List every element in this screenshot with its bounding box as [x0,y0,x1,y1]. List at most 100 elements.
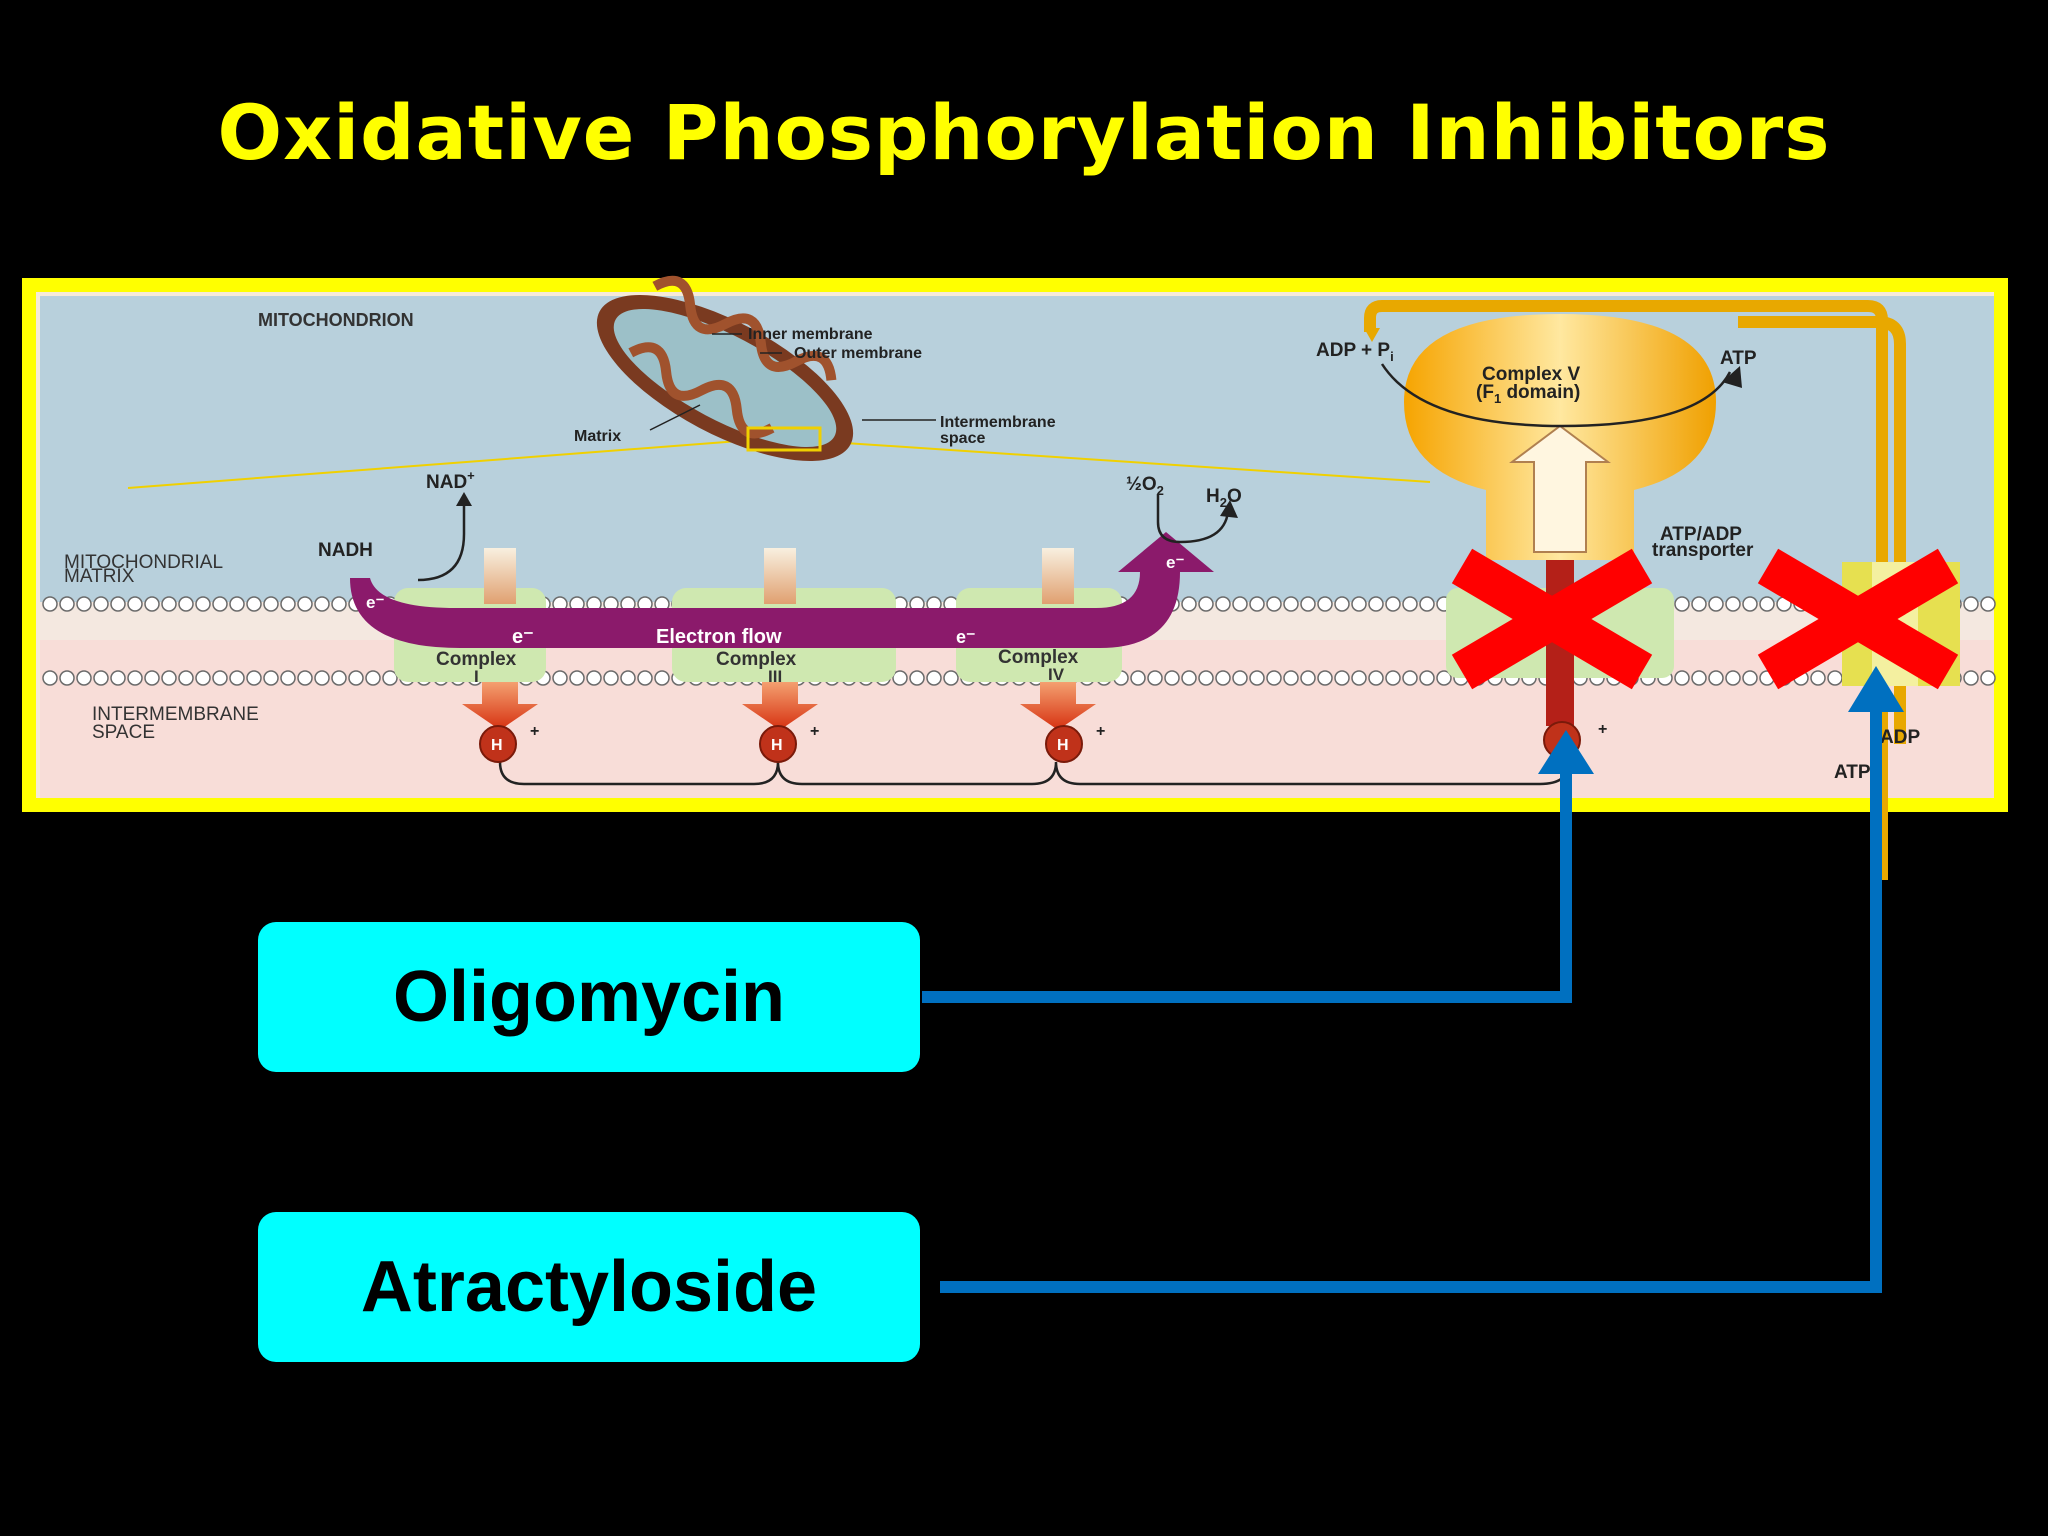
lipid-head [1980,670,1996,686]
lipid-head [1708,596,1724,612]
svg-text:+: + [530,723,539,740]
proton-return-path [498,759,1572,786]
adp-pi-label: ADP + Pi [1316,340,1394,364]
lipid-head [1708,670,1724,686]
electron-flow-label: Electron flow [656,626,782,648]
lipid-head [42,670,58,686]
lipid-head [178,596,194,612]
lipid-head [620,670,636,686]
lipid-head [1810,670,1826,686]
lipid-head [552,670,568,686]
lipid-head [1232,670,1248,686]
complex-v-label-2: (F1 domain) [1476,382,1580,406]
lipid-head [1742,670,1758,686]
lipid-head [1725,596,1741,612]
lipid-head [1283,596,1299,612]
lipid-head [1300,596,1316,612]
lipid-head [161,670,177,686]
lipid-head [1334,670,1350,686]
svg-text:H: H [491,737,503,754]
outer-membrane-label: Outer membrane [794,345,922,362]
lipid-head [110,670,126,686]
electron-start-label: e⁻ [366,593,384,612]
lipid-head [1963,670,1979,686]
lipid-head [1419,596,1435,612]
lipid-head [212,596,228,612]
lipid-head [1164,670,1180,686]
transporter-label-2: transporter [1652,540,1754,561]
atractyloside-box: Atractyloside [258,1212,920,1362]
transporter-label-1: ATP/ADP [1660,524,1742,545]
atractyloside-label: Atractyloside [360,1247,818,1327]
electron-label-end: e⁻ [1166,553,1184,572]
lipid-head [1691,596,1707,612]
proton-1: H + [479,723,539,763]
lipid-head [1980,596,1996,612]
lipid-head [297,670,313,686]
lipid-head [1436,670,1452,686]
oxygen-label: ½O2 [1126,474,1164,498]
nadh-label: NADH [318,540,373,561]
proton-3: H + [1045,723,1105,763]
lipid-head [59,596,75,612]
lipid-head [1725,670,1741,686]
complex-v-label-1: Complex V [1482,364,1581,385]
lipid-head [1215,596,1231,612]
lipid-head [909,670,925,686]
complex-i-numeral: I [474,667,479,686]
lipid-head [246,596,262,612]
lipid-head [178,670,194,686]
lipid-head [1283,670,1299,686]
lipid-head [1385,670,1401,686]
lipid-head [1742,596,1758,612]
transporter-inhibition-cross [1757,548,1959,690]
lipid-head [1351,670,1367,686]
lipid-head [76,670,92,686]
proton-pump-arrows [462,682,1096,730]
lipid-head [1419,670,1435,686]
atp-top-label: ATP [1720,348,1757,369]
inner-membrane-callout: Inner membrane [712,326,873,343]
intermembrane-label-1: Intermembrane [940,414,1056,431]
lipid-head [1759,596,1775,612]
lipid-head [1674,670,1690,686]
lipid-head [93,596,109,612]
lipid-head [603,670,619,686]
proton-2: H + [759,723,819,763]
lipid-head [144,596,160,612]
atp-synthesis-arc: ADP + Pi ATP [1316,340,1757,428]
lipid-head [127,596,143,612]
mito-matrix-label-2: MATRIX [64,566,135,587]
lipid-head [1368,596,1384,612]
atp-bottom-label: ATP [1834,762,1871,783]
mitochondrion-label: MITOCHONDRION [258,310,414,330]
lipid-head [1249,596,1265,612]
adp-bottom-label: ADP [1880,727,1920,748]
electron-flow-band [350,532,1214,648]
lipid-head [892,670,908,686]
complex-iii-numeral: III [768,667,782,686]
lipid-head [263,670,279,686]
lipid-head [1147,670,1163,686]
lipid-head [1334,596,1350,612]
lipid-head [263,596,279,612]
lipid-head [1402,670,1418,686]
lipid-head [331,596,347,612]
lipid-head [127,670,143,686]
lipid-head [331,670,347,686]
svg-text:+: + [810,723,819,740]
slide-title: Oxidative Phosphorylation Inhibitors [217,88,1831,177]
oligomycin-connector [922,730,1594,1003]
mito-matrix-label-1: MITOCHONDRIAL [64,552,223,573]
lipid-head [1317,596,1333,612]
lipid-head [1181,670,1197,686]
lipid-head [569,670,585,686]
lipid-head [1300,670,1316,686]
lipid-head [297,596,313,612]
nadh-conversion: NAD+ NADH [318,468,475,582]
oligomycin-box: Oligomycin [258,922,920,1072]
atractyloside-connector [940,666,1904,1293]
complex-i-label: Complex [436,649,517,670]
lipid-head [212,670,228,686]
intermembrane-label-2: space [940,430,985,447]
